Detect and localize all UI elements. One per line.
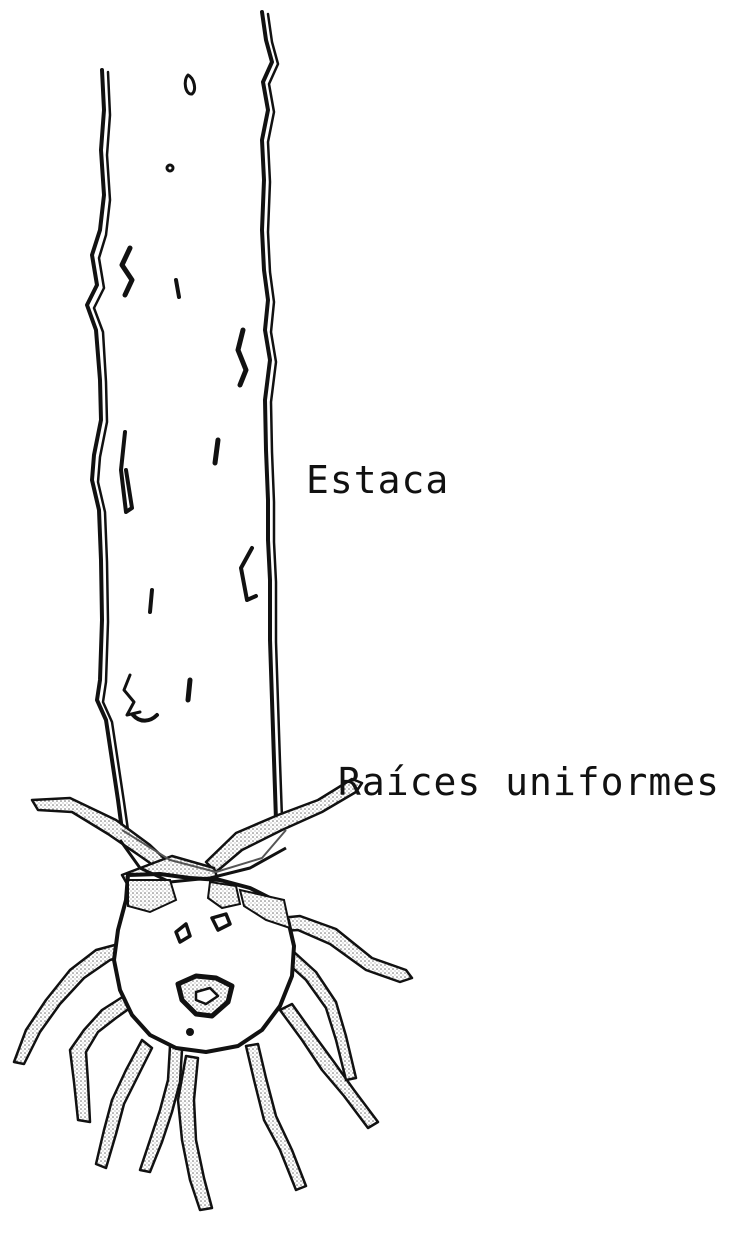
root-right-1 bbox=[280, 1004, 378, 1128]
root-center bbox=[178, 1056, 212, 1210]
root-upper-left bbox=[32, 798, 168, 870]
root-center-left bbox=[140, 1046, 182, 1172]
stake-label: Estaca bbox=[306, 458, 449, 502]
roots-label: Raíces uniformes bbox=[338, 760, 720, 804]
root-left-3 bbox=[96, 1040, 152, 1168]
stake-left-edge bbox=[87, 70, 122, 830]
root-center-right bbox=[246, 1044, 306, 1190]
